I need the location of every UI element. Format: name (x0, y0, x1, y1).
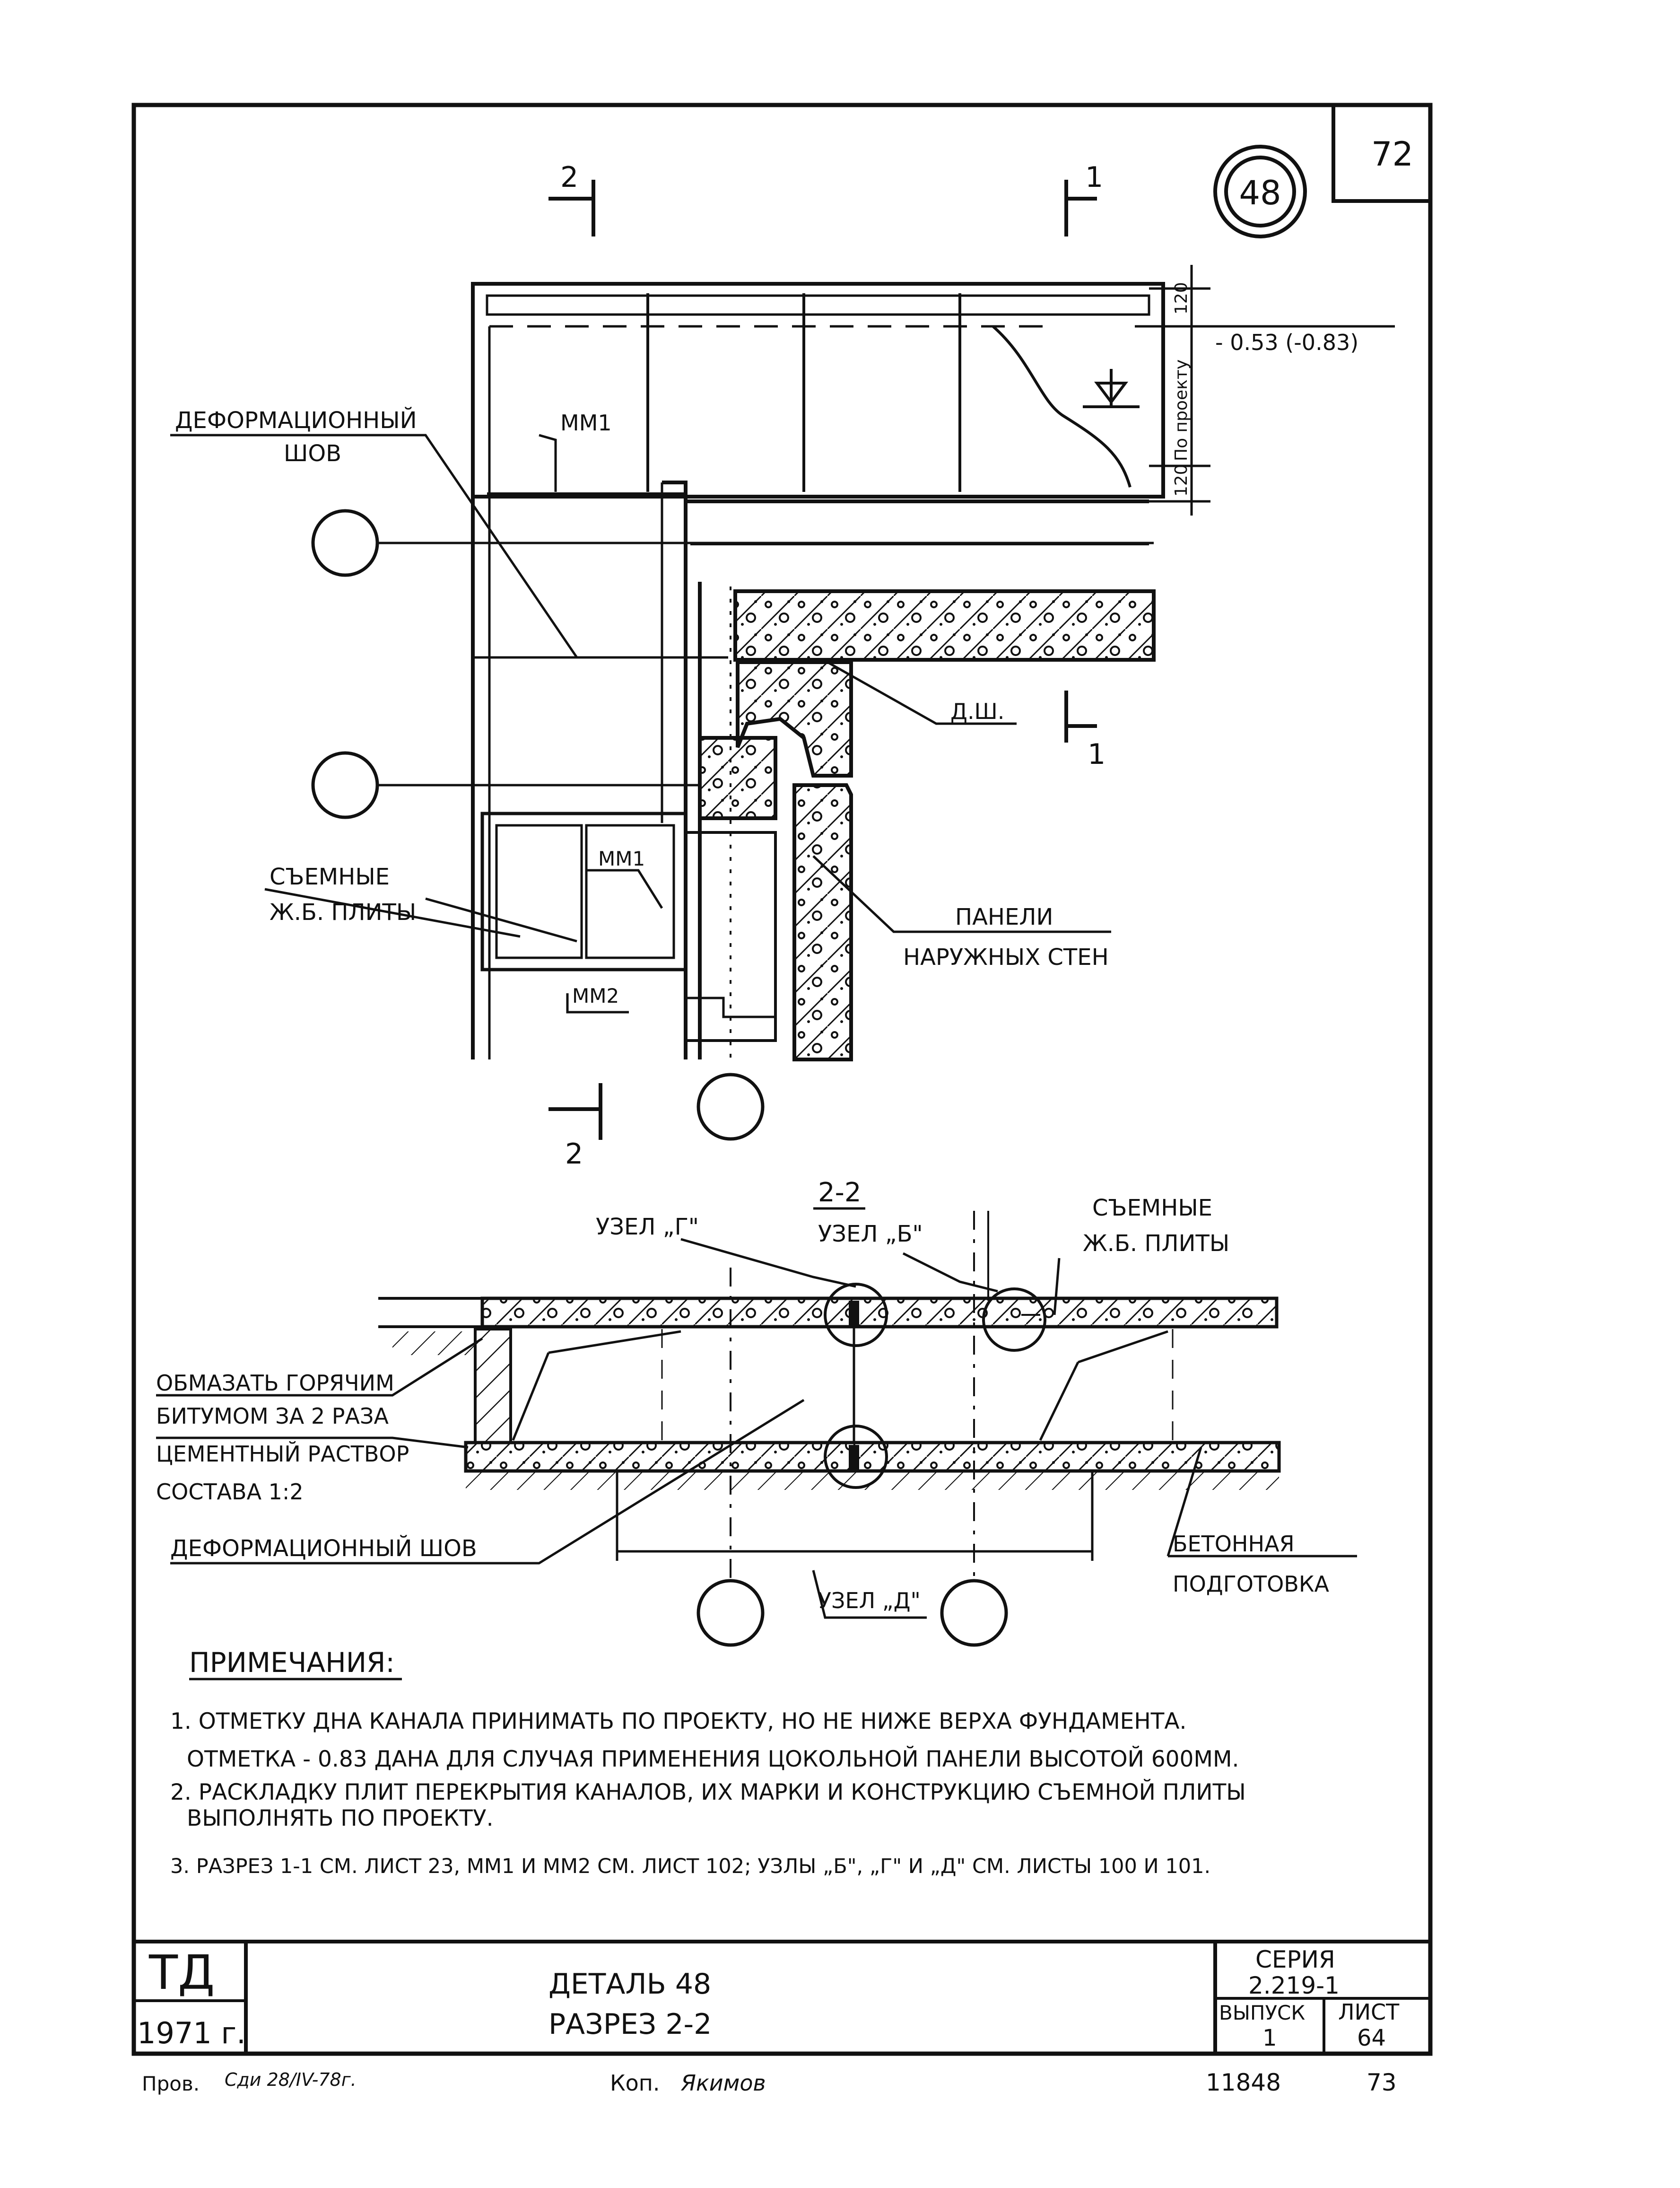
svg-text:По проекту: По проекту (1172, 359, 1191, 461)
label-mm2: ММ2 (572, 984, 619, 1007)
doc-code: ТД (148, 1945, 215, 2000)
note-line-5: 3. РАЗРЕЗ 1-1 СМ. ЛИСТ 23, ММ1 И ММ2 СМ.… (170, 1855, 1210, 1878)
note-line-2: ОТМЕТКА - 0.83 ДАНА ДЛЯ СЛУЧАЯ ПРИМЕНЕНИ… (187, 1746, 1239, 1772)
archive-number: 11848 (1206, 2069, 1281, 2096)
issue-label: ВЫПУСК (1219, 2001, 1305, 2024)
label-mm1-top: ММ1 (560, 410, 612, 436)
section-mark-1-top: 1 (1064, 161, 1103, 236)
label-concrete-prep-1: БЕТОННАЯ (1173, 1531, 1295, 1557)
detail-badge-number: 48 (1239, 174, 1281, 212)
label-removable-slabs-1: СЪЕМНЫЕ (270, 864, 390, 890)
sheet-label: ЛИСТ (1338, 1999, 1400, 2025)
wall-panel-lower (792, 783, 853, 1061)
axis-circle-1 (311, 509, 1154, 577)
axis-circle-2 (311, 751, 700, 819)
label-dsh: Д.Ш. (950, 699, 1004, 724)
node-b-circle[interactable] (982, 1287, 1046, 1352)
detail-badge: 48 (1213, 145, 1307, 238)
title-line-1: ДЕТАЛЬ 48 (548, 1968, 711, 2001)
section-2-2: 2-2 УЗЕЛ „Г" УЗЕЛ „Б" СЪЕМНЫЕ Ж.Б. ПЛИТЫ (156, 1177, 1357, 1647)
label-sec-slabs-2: Ж.Б. ПЛИТЫ (1083, 1230, 1229, 1257)
section-axis-circle-1 (696, 1579, 765, 1647)
svg-text:120: 120 (1172, 282, 1191, 315)
footer-checked: Пров. (142, 2072, 200, 2095)
node-d-circle[interactable] (824, 1425, 888, 1489)
notes-heading: ПРИМЕЧАНИЯ: (189, 1646, 395, 1679)
deformation-joint-bottom (849, 1445, 859, 1471)
footer-checked-sign: Сди 28/IV-78г. (225, 2069, 357, 2090)
label-bitumen-2: БИТУМОМ ЗА 2 РАЗА (156, 1403, 389, 1429)
svg-text:120: 120 (1172, 464, 1191, 497)
bottom-slab (464, 1441, 1281, 1473)
note-line-3: 2. РАСКЛАДКУ ПЛИТ ПЕРЕКРЫТИЯ КАНАЛОВ, ИХ… (170, 1779, 1246, 1805)
axis-circle-3 (696, 1073, 765, 1141)
node-g-circle[interactable] (824, 1283, 888, 1347)
elevation-mark: - 0.53 (-0.83) (1215, 330, 1358, 355)
title-line-2: РАЗРЕЗ 2-2 (548, 2008, 712, 2041)
label-removable-slabs-2: Ж.Б. ПЛИТЫ (270, 899, 416, 926)
notes: ПРИМЕЧАНИЯ: 1. ОТМЕТКУ ДНА КАНАЛА ПРИНИМ… (170, 1646, 1246, 1878)
svg-text:2: 2 (560, 161, 578, 194)
page-number: 73 (1367, 2069, 1397, 2096)
section-axis-circle-2 (940, 1579, 1008, 1647)
wall-panel-plinth (698, 736, 777, 820)
corner-number: 72 (1371, 135, 1413, 174)
label-deformation-joint-2: ШОВ (284, 440, 341, 467)
label-wall-panels-2: НАРУЖНЫХ СТЕН (903, 944, 1109, 971)
label-node-g: УЗЕЛ „Г" (596, 1214, 699, 1240)
plan-view: 2 1 2 (170, 161, 1395, 1171)
label-concrete-prep-2: ПОДГОТОВКА (1173, 1571, 1330, 1597)
footer: Пров. Сди 28/IV-78г. Коп. Якимов 11848 7… (142, 2069, 1397, 2096)
corner-number-box: 72 (1332, 105, 1430, 203)
deformation-joint-top (849, 1301, 859, 1327)
section-title: 2-2 (818, 1177, 861, 1208)
svg-text:2: 2 (565, 1138, 583, 1171)
svg-text:1: 1 (1085, 161, 1103, 194)
title-block: ТД 1971 г. ДЕТАЛЬ 48 РАЗРЕЗ 2-2 СЕРИЯ 2.… (134, 1940, 1430, 2054)
level-mark (1083, 369, 1140, 408)
side-wall (474, 1328, 512, 1444)
label-node-b: УЗЕЛ „Б" (818, 1221, 923, 1247)
footer-copy: Коп. (610, 2070, 660, 2096)
label-bitumen-1: ОБМАЗАТЬ ГОРЯЧИМ (156, 1370, 394, 1396)
label-mortar-1: ЦЕМЕНТНЫЙ РАСТВОР (156, 1441, 409, 1467)
svg-text:1: 1 (1088, 738, 1105, 771)
label-deformation-joint-1: ДЕФОРМАЦИОННЫЙ (175, 407, 417, 434)
floor-slab (733, 589, 1156, 662)
section-mark-2-top: 2 (548, 161, 595, 236)
top-slab (480, 1296, 1279, 1329)
note-line-1: 1. ОТМЕТКУ ДНА КАНАЛА ПРИНИМАТЬ ПО ПРОЕК… (170, 1708, 1186, 1734)
doc-year: 1971 г. (137, 2016, 246, 2050)
series-value: 2.219-1 (1248, 1972, 1340, 1999)
label-mortar-2: СОСТАВА 1:2 (156, 1479, 304, 1505)
sheet-value: 64 (1357, 2025, 1386, 2051)
label-def-joint: ДЕФОРМАЦИОННЫЙ ШОВ (170, 1535, 477, 1562)
label-sec-slabs-1: СЪЕМНЫЕ (1092, 1195, 1212, 1221)
label-wall-panels-1: ПАНЕЛИ (955, 904, 1053, 930)
label-node-d: УЗЕЛ „Д" (818, 1588, 921, 1613)
sheet-frame (131, 103, 1433, 2056)
issue-value: 1 (1262, 2025, 1277, 2051)
footer-copy-sign: Якимов (680, 2070, 766, 2096)
note-line-4: ВЫПОЛНЯТЬ ПО ПРОЕКТУ. (187, 1805, 494, 1831)
section-mark-1-right: 1 (1064, 691, 1105, 771)
section-mark-2-bottom: 2 (548, 1083, 602, 1171)
label-mm1-mid: ММ1 (598, 847, 645, 870)
series-label: СЕРИЯ (1255, 1946, 1335, 1973)
